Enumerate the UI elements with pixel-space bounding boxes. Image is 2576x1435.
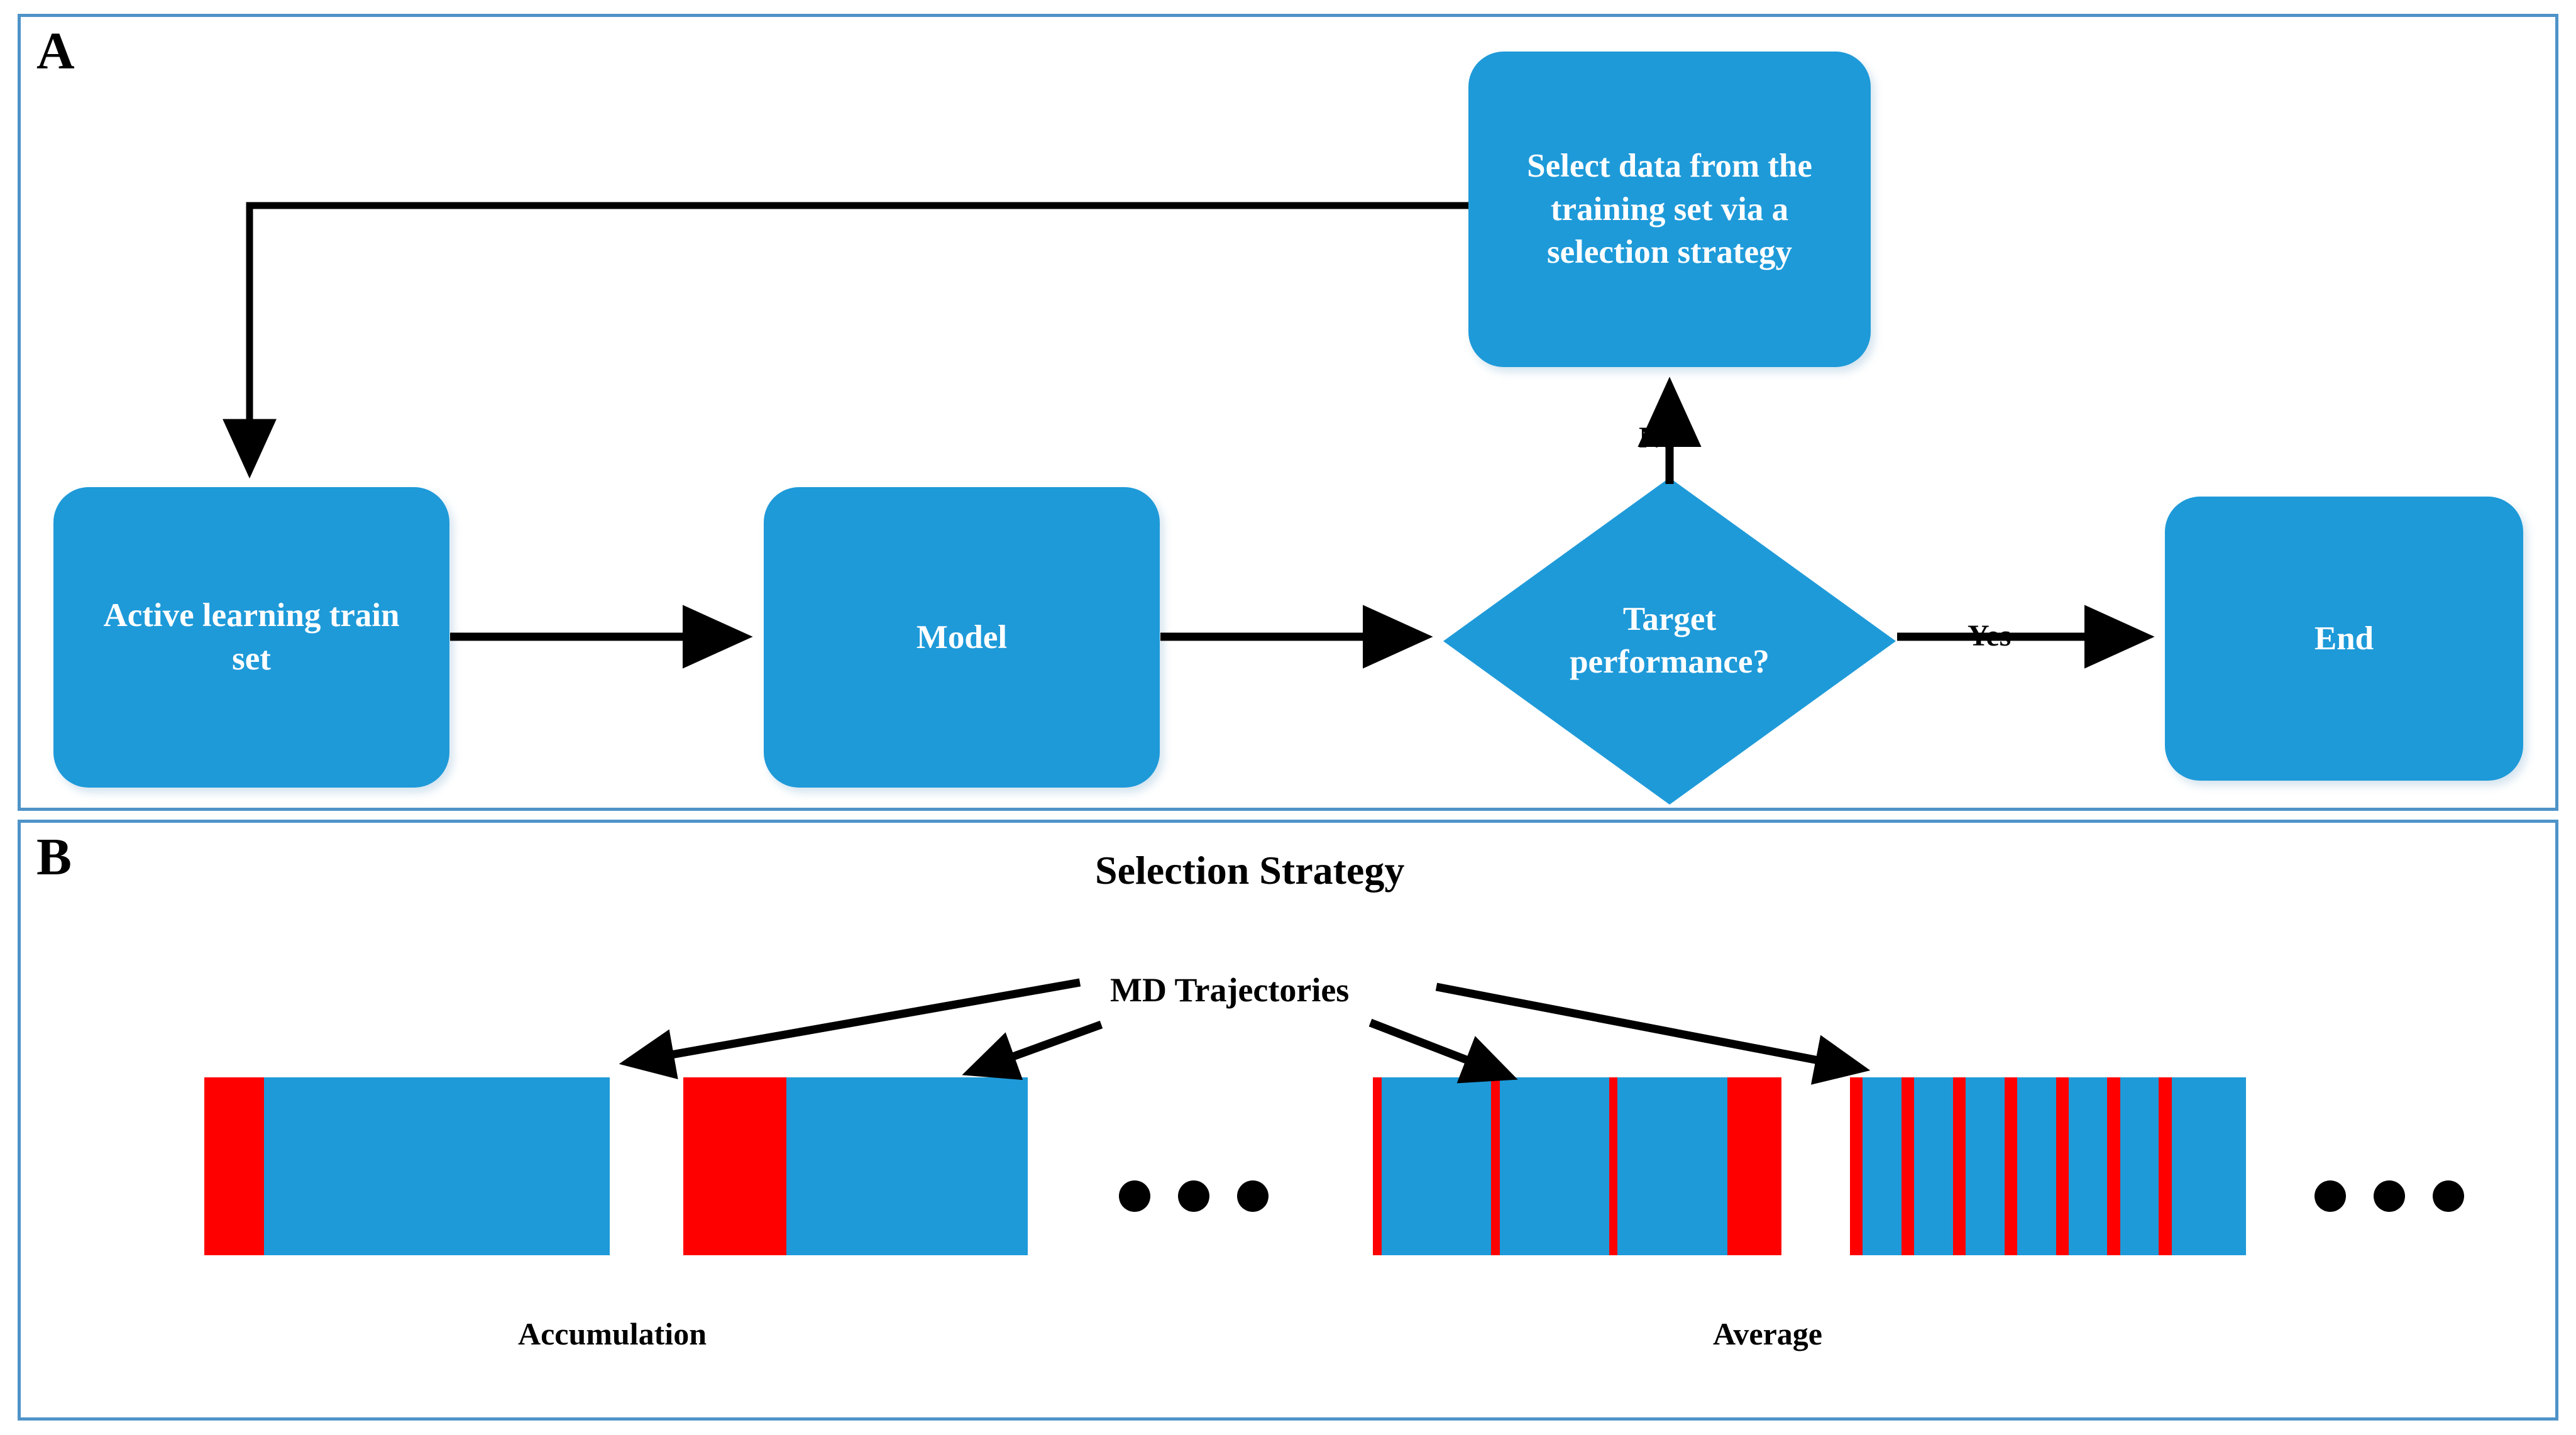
trajectory-segment [1863,1077,1902,1255]
edge-label-yes: Yes [1968,619,2012,652]
trajectory-selected-segment [2004,1077,2017,1255]
trajectory-selected-segment [1727,1077,1781,1255]
ellipsis-dot [2315,1180,2346,1212]
panel-b-label: B [36,828,72,886]
trajectory-segment [2171,1077,2246,1255]
node-end[interactable]: End [2165,497,2523,781]
trajectory-selected-segment [204,1077,265,1255]
ellipsis-dot [1178,1180,1209,1212]
caption-accumulation: Accumulation [518,1316,707,1351]
trajectory-selected-segment [1373,1077,1382,1255]
trajectory-bar-2[interactable] [683,1077,1028,1255]
node-decision-label: Target performance? [1570,601,1770,680]
node-select-data[interactable]: Select data from the training set via a … [1468,52,1871,367]
trajectory-segment [1381,1077,1491,1255]
trajectory-segment [1965,1077,2005,1255]
trajectory-selected-segment [1609,1077,1618,1255]
trajectory-bar-1[interactable] [204,1077,610,1255]
trajectory-segment [2120,1077,2159,1255]
ellipsis-right [2315,1180,2464,1212]
node-model[interactable]: Model [764,487,1160,788]
trajectory-segment [1914,1077,1953,1255]
trajectory-segment [786,1077,1028,1255]
trajectory-segment [2017,1077,2056,1255]
trajectory-selected-segment [1850,1077,1863,1255]
node-active-learning-train-set[interactable]: Active learning train set [53,487,449,788]
trajectory-bar-4[interactable] [1850,1077,2246,1255]
edge-label-no: N0 [1639,421,1676,454]
trajectory-selected-segment [1901,1077,1915,1255]
trajectory-selected-segment [2056,1077,2069,1255]
ellipsis-dot [1237,1180,1269,1212]
node-target-performance[interactable]: Target performance? [1443,478,1896,805]
trajectory-selected-segment [1490,1077,1500,1255]
trajectory-selected-segment [2107,1077,2120,1255]
ellipsis-dot [2374,1180,2405,1212]
trajectory-segment [1499,1077,1609,1255]
trajectory-selected-segment [1952,1077,1966,1255]
trajectory-segment [1617,1077,1727,1255]
trajectory-segment [264,1077,610,1255]
ellipsis-dot [1119,1180,1150,1212]
md-trajectories-label: MD Trajectories [1110,971,1350,1009]
panel-b-title: Selection Strategy [1095,848,1405,893]
trajectory-selected-segment [2159,1077,2172,1255]
trajectory-bar-3[interactable] [1373,1077,1781,1255]
trajectory-selected-segment [683,1077,787,1255]
ellipsis-middle [1119,1180,1269,1212]
trajectory-segment [2068,1077,2108,1255]
panel-a-label: A [36,22,75,80]
caption-average: Average [1713,1316,1822,1351]
ellipsis-dot [2433,1180,2464,1212]
